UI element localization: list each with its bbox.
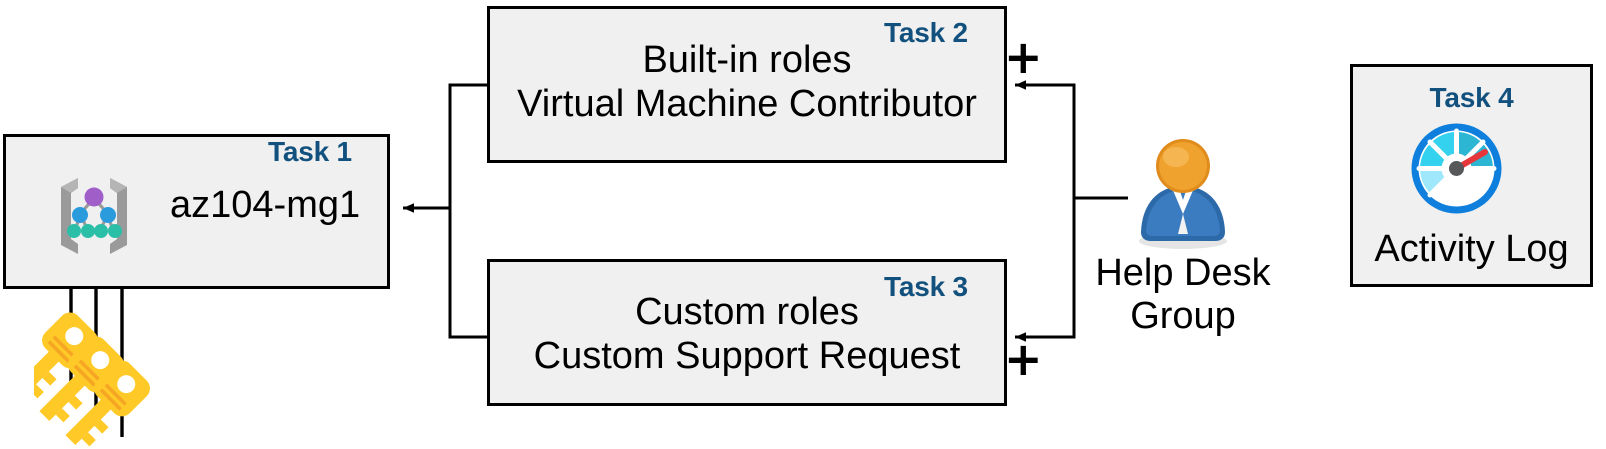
user-group-icon (1128, 138, 1238, 253)
task1-title: az104-mg1 (170, 184, 361, 226)
task4-badge: Task 4 (1429, 82, 1514, 113)
task2-box[interactable] (487, 6, 1007, 163)
task3-line2: Custom Support Request (533, 335, 961, 377)
task2-line1: Built-in roles (642, 39, 852, 81)
helpdesk-to-roles-connector (1015, 80, 1128, 342)
keys-icon (13, 305, 164, 449)
helpdesk-caption-line2: Group (1130, 294, 1236, 337)
task4-title: Activity Log (1374, 228, 1569, 270)
task3-plus-operator: + (1004, 332, 1043, 386)
gauge-icon (1409, 121, 1504, 216)
task3-line1: Custom roles (635, 291, 859, 333)
roles-to-mg-connector (403, 83, 489, 339)
task3-badge: Task 3 (884, 271, 968, 302)
task1-badge: Task 1 (268, 136, 352, 167)
task2-plus-operator: + (1004, 30, 1043, 84)
task2-badge: Task 2 (884, 17, 968, 48)
management-group-icon (48, 173, 140, 257)
helpdesk-caption: Help Desk Group (1088, 252, 1278, 337)
helpdesk-caption-line1: Help Desk (1095, 252, 1271, 294)
task3-box[interactable] (487, 259, 1007, 406)
task2-line2: Virtual Machine Contributor (517, 83, 977, 125)
